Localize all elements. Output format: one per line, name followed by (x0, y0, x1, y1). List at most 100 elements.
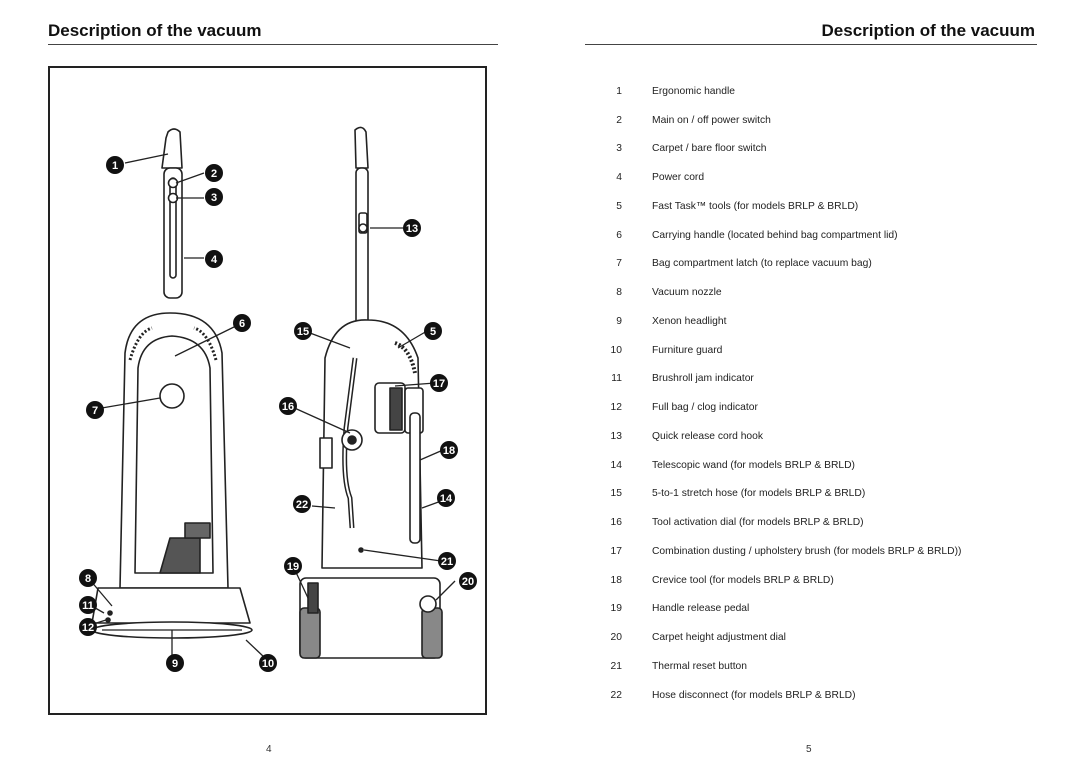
callout-8: 8 (79, 569, 97, 587)
svg-text:8: 8 (85, 573, 91, 585)
callout-19: 19 (284, 557, 302, 575)
vacuum-diagram-frame: 1 2 3 4 6 7 8 11 12 9 10 15 5 13 17 16 1… (48, 66, 487, 715)
part-label: Carpet height adjustment dial (652, 632, 786, 644)
part-number: 1 (616, 85, 622, 97)
svg-text:15: 15 (297, 326, 309, 338)
front-view-vacuum (91, 128, 253, 639)
callout-6: 6 (233, 314, 251, 332)
parts-list-item: 20 Carpet height adjustment dial (598, 623, 1058, 652)
part-label: Hose disconnect (for models BRLP & BRLD) (652, 689, 856, 701)
callout-4: 4 (205, 250, 223, 268)
part-label: Power cord (652, 172, 705, 184)
svg-text:16: 16 (282, 401, 294, 413)
callout-13: 13 (403, 219, 421, 237)
callout-12: 12 (79, 618, 97, 636)
callout-16: 16 (279, 397, 297, 415)
part-number: 11 (611, 373, 622, 385)
svg-text:1: 1 (112, 160, 118, 172)
part-label: Full bag / clog indicator (652, 402, 758, 414)
svg-text:13: 13 (406, 223, 418, 235)
svg-text:2: 2 (211, 168, 217, 180)
part-number: 7 (616, 258, 622, 270)
part-number: 8 (616, 287, 622, 299)
part-label: Bag compartment latch (to replace vacuum… (652, 258, 872, 270)
part-number: 20 (610, 632, 622, 644)
part-number: 6 (616, 229, 622, 241)
svg-text:5: 5 (430, 326, 436, 338)
callout-10: 10 (259, 654, 277, 672)
part-number: 18 (610, 574, 622, 586)
parts-list-item: 7 Bag compartment latch (to replace vacuu… (598, 250, 1058, 279)
part-label: Handle release pedal (652, 603, 750, 615)
callout-11: 11 (79, 596, 97, 614)
parts-list-item: 11 Brushroll jam indicator (598, 365, 1058, 394)
part-label: Combination dusting / upholstery brush (… (652, 545, 962, 557)
svg-text:4: 4 (211, 254, 218, 266)
callout-leaders (89, 153, 456, 659)
part-number: 2 (616, 114, 622, 126)
svg-text:11: 11 (82, 600, 94, 612)
left-page-number: 4 (266, 744, 272, 755)
parts-list-item: 14 Telescopic wand (for models BRLP & BRL… (598, 451, 1058, 480)
callout-2: 2 (205, 164, 223, 182)
part-label: Crevice tool (for models BRLP & BRLD) (652, 574, 834, 586)
part-number: 13 (610, 430, 622, 442)
callout-17: 17 (430, 374, 448, 392)
parts-list-item: 8 Vacuum nozzle (598, 278, 1058, 307)
part-label: Quick release cord hook (652, 430, 764, 442)
part-label: Furniture guard (652, 344, 723, 356)
callout-3: 3 (205, 188, 223, 206)
part-label: Brushroll jam indicator (652, 373, 754, 385)
parts-list-item: 16 Tool activation dial (for models BRLP … (598, 508, 1058, 537)
svg-text:7: 7 (92, 405, 98, 417)
svg-text:9: 9 (172, 658, 178, 670)
callout-20: 20 (459, 572, 477, 590)
svg-text:3: 3 (211, 192, 217, 204)
callout-badges: 1 2 3 4 6 7 8 11 12 9 10 15 5 13 17 16 1… (79, 156, 477, 672)
part-number: 16 (610, 517, 622, 529)
right-page-number: 5 (806, 744, 812, 755)
part-number: 3 (616, 143, 622, 155)
part-number: 15 (610, 488, 622, 500)
right-page-title: Description of the vacuum (821, 21, 1035, 40)
callout-14: 14 (437, 489, 455, 507)
part-number: 22 (610, 689, 622, 701)
part-number: 19 (610, 603, 622, 615)
left-page-title: Description of the vacuum (48, 21, 262, 40)
svg-text:19: 19 (287, 561, 299, 573)
callout-18: 18 (440, 441, 458, 459)
svg-text:10: 10 (262, 658, 274, 670)
part-number: 5 (616, 200, 622, 212)
part-label: Telescopic wand (for models BRLP & BRLD) (652, 459, 855, 471)
svg-text:12: 12 (82, 622, 94, 634)
part-number: 9 (616, 315, 622, 327)
part-label: Ergonomic handle (652, 85, 735, 97)
part-label: Tool activation dial (for models BRLP & … (652, 517, 864, 529)
parts-list-item: 5 Fast Task™ tools (for models BRLP & BRL… (598, 192, 1058, 221)
part-label: Fast Task™ tools (for models BRLP & BRLD… (652, 200, 859, 212)
svg-text:21: 21 (441, 556, 453, 568)
svg-text:14: 14 (440, 493, 453, 505)
callout-1: 1 (106, 156, 124, 174)
svg-text:20: 20 (462, 576, 474, 588)
parts-list-item: 1 Ergonomic handle (598, 77, 1058, 106)
part-label: Vacuum nozzle (652, 287, 722, 299)
part-label: Thermal reset button (652, 660, 748, 672)
parts-list-item: 13 Quick release cord hook (598, 422, 1058, 451)
parts-list-item: 18 Crevice tool (for models BRLP & BRLD) (598, 566, 1058, 595)
part-number: 14 (610, 459, 622, 471)
vacuum-diagram: 1 2 3 4 6 7 8 11 12 9 10 15 5 13 17 16 1… (79, 126, 477, 672)
callout-9: 9 (166, 654, 184, 672)
parts-list-item: 22 Hose disconnect (for models BRLP & BRL… (598, 681, 1058, 710)
callout-22: 22 (293, 495, 311, 513)
svg-text:17: 17 (433, 378, 445, 390)
